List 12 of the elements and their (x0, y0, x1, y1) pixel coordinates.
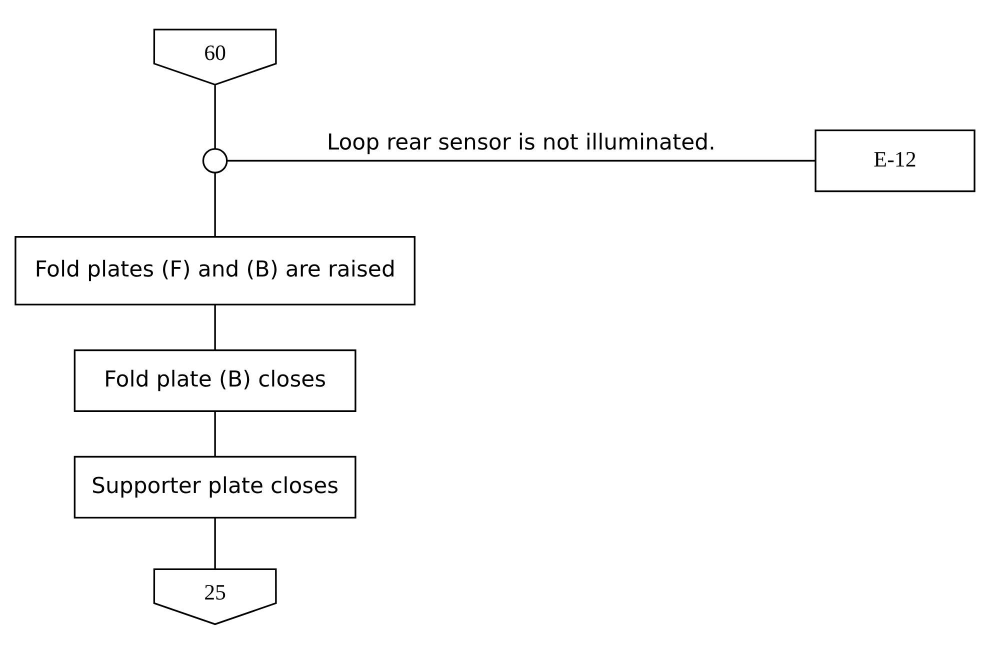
connector (214, 518, 216, 568)
connector (214, 84, 216, 148)
node-box: Fold plates (F) and (B) are raised (14, 236, 416, 305)
node-box: Supporter plate closes (74, 455, 356, 518)
node-circle (202, 148, 228, 173)
connector (214, 304, 216, 350)
connector (227, 159, 816, 162)
connector (214, 172, 216, 236)
node-box: E-12 (814, 128, 976, 192)
connector (214, 411, 216, 456)
edge-label: Loop rear sensor is not illuminated. (326, 130, 716, 156)
node-box: Fold plate (B) closes (74, 348, 356, 412)
